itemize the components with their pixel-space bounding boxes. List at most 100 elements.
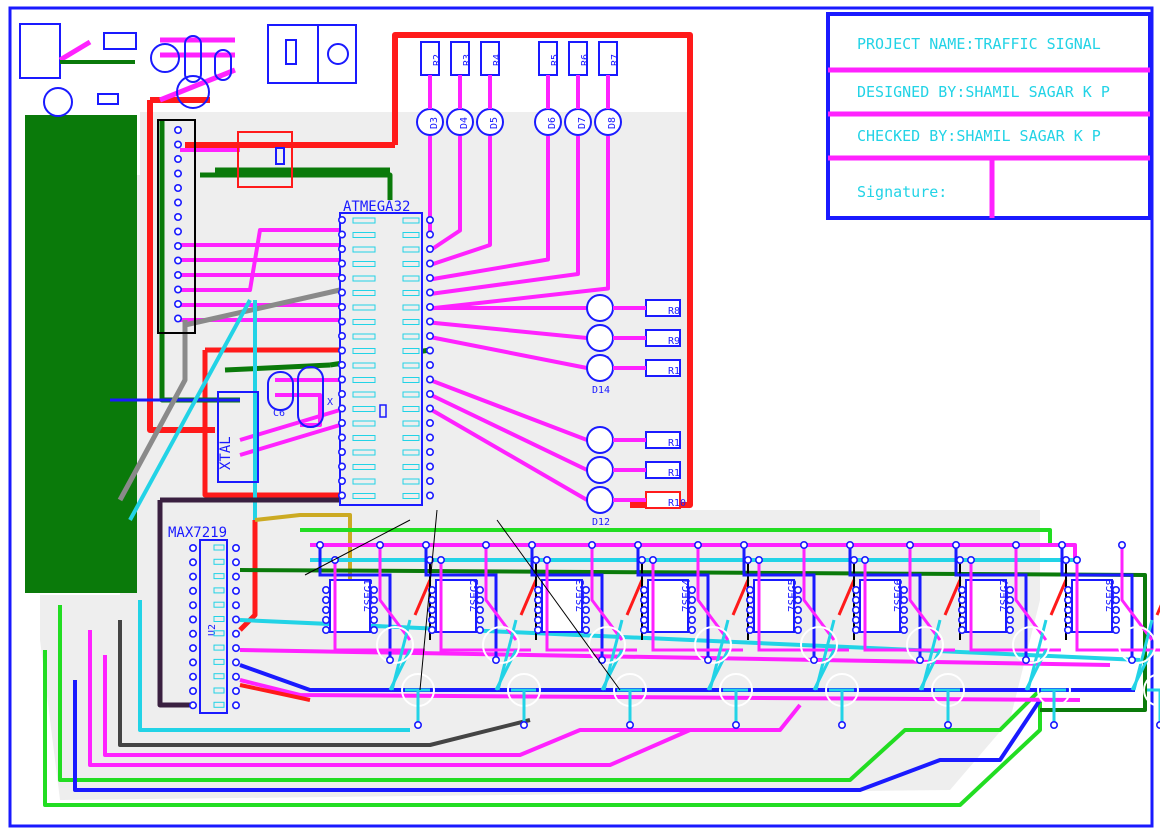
seg-pad [413,720,422,729]
mcu-pin-left [352,304,376,311]
mcu-pad-left [337,491,346,500]
header-pad [174,184,183,193]
seg-pad [542,555,551,564]
max-pin [213,616,225,622]
seg-pad [693,540,702,549]
seg-pad [625,720,634,729]
header-pad [174,155,183,164]
seg-trace-magenta [333,560,425,652]
top-led-label: D7 [577,117,588,129]
seg-pad [491,655,500,664]
seg-pad [943,720,952,729]
seg-trace-magenta [863,560,955,652]
mcu-pin-left [352,275,376,282]
seg-pad [851,585,860,594]
max-pin [213,673,225,680]
seg-pad [436,555,445,564]
mcu-pin-right [402,246,420,253]
seg-trace-blue [742,545,816,660]
max-pad-right [232,572,241,581]
seg-pad [633,540,642,549]
seg-trace-blue [954,545,1028,660]
seg-pad [1064,605,1073,614]
mcu-pad-right [425,375,434,384]
max-pad-right [232,644,241,653]
mcu-pin-right [402,348,420,354]
top-led-label: D8 [607,117,618,129]
seg-pad [639,615,648,624]
mcu-pad-left [337,331,346,340]
side-led-array: D9R8D10R9D14R1D11R1D13R1D12R10 [586,294,686,528]
seg-pad [1058,540,1067,549]
max-pad-left [189,701,198,710]
mcu-pin-right [402,464,420,470]
seg-pad [739,540,748,549]
seg-pad [851,595,860,604]
seg-pad [745,595,754,604]
seg-transistor [588,626,626,664]
seg-trace-blue [848,545,922,660]
seg-pad [587,540,596,549]
mcu-pin-right [402,435,420,441]
seven-seg-display [859,579,901,633]
seg-pad [1021,655,1030,664]
seg-pad [385,655,394,664]
seg-trace-magenta [757,560,849,652]
seg-pad [966,555,975,564]
seg-pad [639,595,648,604]
seg-pad [745,605,754,614]
mcu-pad-left [337,389,346,398]
side-resistor-label: R1 [668,438,680,449]
mcu-pad-right [425,447,434,456]
seg-pad [475,585,484,594]
mcu-pin-right [402,478,420,485]
mcu-pad-left [337,230,346,239]
mcu-pin-right [402,420,420,427]
side-resistor-label: R10 [668,498,686,509]
seg-trace-magenta [1075,560,1160,652]
mcu-pin-right [402,290,420,296]
mcu-pin-left [352,261,376,267]
seg-trace-red [1049,579,1068,616]
seg-pad [421,540,430,549]
max7219-chip: MAX7219 U2 [168,525,241,714]
mcu-pad-right [425,331,434,340]
seg-pad [321,625,330,634]
mcu-pad-left [337,346,346,355]
seg-trace-magenta [802,545,836,641]
max-pin [213,587,225,594]
mcu-pad-left [337,259,346,268]
seg-pad [955,555,964,564]
seg-pad [321,605,330,614]
seg-transistor [906,626,944,664]
seg-pad [639,625,648,634]
mcu-pad-left [337,216,346,225]
top-resistor-label: R2 [432,54,443,66]
mcu-pin-left [352,246,376,253]
seg-pad [533,585,542,594]
mcu-pin-left [352,435,376,441]
max-pin [213,558,225,565]
mcu-pin-left [352,290,376,296]
seg-pad [533,605,542,614]
max-pad-left [189,586,198,595]
seg-pad [639,605,648,614]
side-led [586,456,614,484]
seg-pad [743,555,752,564]
seg-transistor [376,626,414,664]
mcu-pad-right [425,418,434,427]
mcu-pin-right [402,362,420,369]
mcu-pad-right [425,476,434,485]
seg-pad [427,595,436,604]
checked-by: CHECKED BY:SHAMIL SAGAR K P [857,127,1101,145]
side-led [586,294,614,322]
mcu-pad-left [337,273,346,282]
header-pad [174,140,183,149]
signal-traces [43,136,1147,807]
seg-pad [427,585,436,594]
seg-pad [1073,555,1082,564]
top-led-label: D6 [547,117,558,129]
xtal-label: XTAL [218,436,234,470]
max-pin [213,601,225,608]
max-pad-left [189,615,198,624]
